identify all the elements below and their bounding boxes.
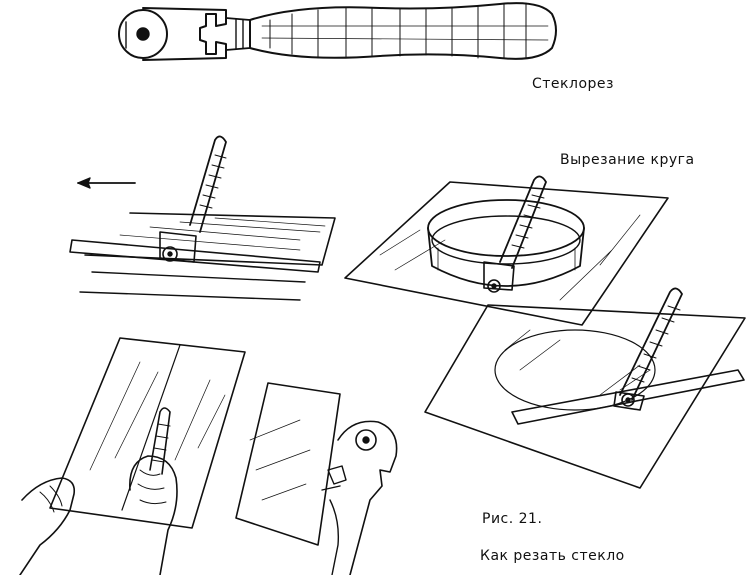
circle-cutting-drawing <box>344 175 669 326</box>
glass-cutter-drawing <box>118 2 557 61</box>
strip-breaking-drawing <box>235 382 398 575</box>
circle-trace-drawing <box>424 287 746 489</box>
straight-cut-drawing <box>69 135 336 301</box>
circle-cutting-caption: Вырезание круга <box>560 152 695 168</box>
how-to-cut-caption: Как резать стекло <box>480 548 625 564</box>
glass-cutter-caption: Стеклорез <box>532 76 614 92</box>
figure-number-caption: Рис. 21. <box>482 511 543 527</box>
hand-scoring-drawing <box>19 337 246 575</box>
